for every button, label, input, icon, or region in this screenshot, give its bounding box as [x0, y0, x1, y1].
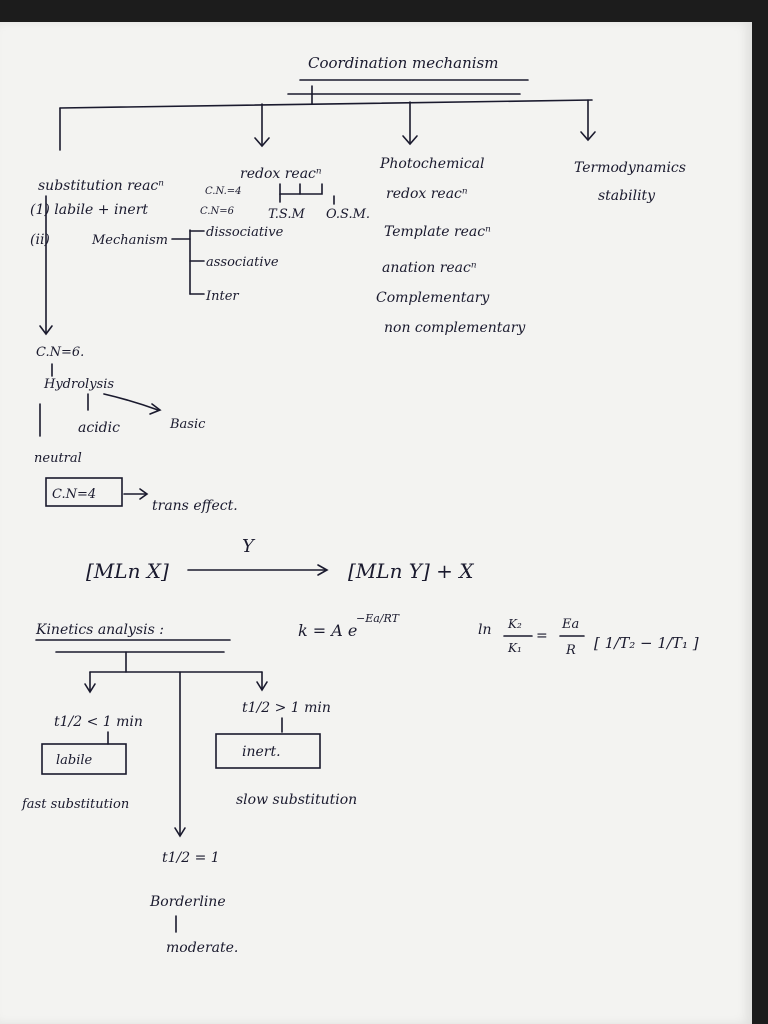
redox-tsm: T.S.M	[268, 207, 305, 222]
basic-label: Basic	[169, 417, 206, 432]
thermodynamic-header: Termodynamics	[574, 160, 686, 176]
labile-box	[41, 743, 127, 775]
redox-osm: O.S.M.	[326, 207, 370, 222]
photochemical-header: Photochemical	[379, 156, 484, 172]
inert-box	[215, 733, 321, 769]
ea-label: Ea	[561, 617, 579, 632]
inert-condition: t1/2 > 1 min	[242, 700, 331, 716]
neutral-label: neutral	[34, 451, 82, 466]
tree-top-line	[59, 99, 593, 109]
k2-label: K₂	[507, 617, 522, 631]
arrowhead-cn6	[39, 325, 53, 336]
mech-associative: associative	[206, 255, 279, 270]
labile-label: labile	[56, 753, 93, 768]
photochemical-item-3: anation reacⁿ	[382, 260, 477, 276]
labile-condition: t1/2 < 1 min	[54, 714, 143, 730]
equation-arrow-label: Y	[242, 536, 256, 557]
photochemical-item-1: redox reacⁿ	[386, 186, 468, 202]
photochemical-item-2: Template reacⁿ	[384, 224, 491, 240]
labile-desc: fast substitution	[21, 797, 129, 812]
arrowhead-3	[402, 135, 418, 146]
arrowhead-2	[254, 137, 270, 148]
borderline-label: Borderline	[149, 894, 226, 910]
k1-label: K₁	[507, 641, 522, 655]
equation-left: [MLn X]	[86, 559, 169, 583]
moderate-label: moderate.	[166, 940, 238, 956]
mechanism-label: Mechanism	[91, 233, 168, 248]
borderline-condition: t1/2 = 1	[162, 850, 220, 866]
photochemical-item-5: non complementary	[384, 320, 526, 336]
notebook-page	[0, 22, 752, 1024]
svg-text:=: =	[536, 628, 548, 644]
ln-label: ln	[478, 622, 492, 638]
hydrolysis-label: Hydrolysis	[43, 377, 114, 392]
r-label: R	[565, 643, 576, 658]
inert-label: inert.	[242, 744, 281, 760]
arrowhead-4	[580, 131, 596, 142]
kinetics-heading: Kinetics analysis :	[35, 622, 164, 638]
substitution-item-2: (ii)	[30, 232, 50, 248]
redox-cn6: C.N=6	[200, 206, 235, 217]
substitution-header: substitution reacⁿ	[38, 178, 164, 194]
arrhenius-exponent: −Ea/RT	[356, 612, 401, 625]
photochemical-item-4: Complementary	[376, 290, 490, 306]
arrhenius-eq: k = A e	[298, 621, 357, 640]
inert-desc: slow substitution	[236, 792, 357, 808]
cn6-label: C.N=6.	[36, 345, 84, 360]
mech-dissociative: dissociative	[206, 225, 284, 240]
trans-effect-label: trans effect.	[152, 498, 238, 514]
redox-cn4: C.N.=4	[205, 186, 242, 197]
thermodynamic-sub: stability	[598, 188, 656, 204]
cn4-box	[45, 477, 123, 507]
equation-right: [MLn Y] + X	[348, 559, 474, 583]
mech-inter: Inter	[205, 289, 239, 304]
cn4-label: C.N=4	[52, 487, 96, 502]
page-title: Coordination mechanism	[308, 54, 498, 72]
bracket-expression: [ 1/T₂ − 1/T₁ ]	[594, 634, 699, 652]
redox-header: redox reacⁿ	[240, 166, 322, 182]
substitution-item-1: (1) labile + inert	[30, 202, 148, 218]
acidic-label: acidic	[78, 420, 120, 436]
